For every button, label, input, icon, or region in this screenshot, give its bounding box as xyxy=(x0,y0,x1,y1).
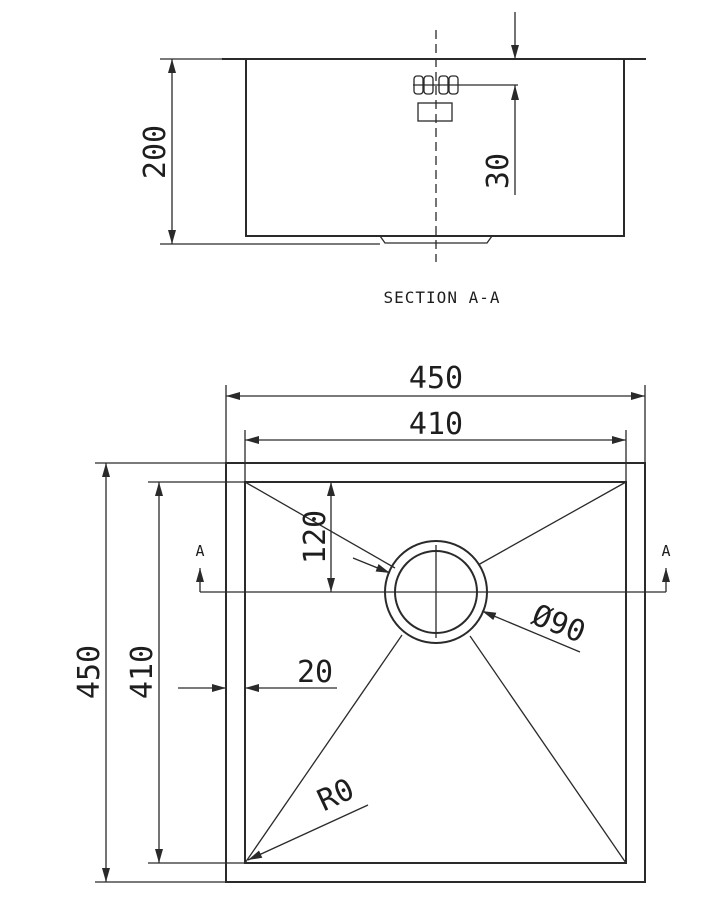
sink-section-outline xyxy=(245,59,625,237)
corner-radius-dimension: R0 xyxy=(247,772,369,861)
section-marker-left: A xyxy=(195,542,204,560)
depth-dimension-label: 200 xyxy=(138,125,173,179)
section-label: SECTION A-A xyxy=(384,288,501,307)
section-marker-right: A xyxy=(661,542,670,560)
bowl-slope-lines xyxy=(244,481,627,864)
drain-offset-dimension: 120 xyxy=(298,482,335,592)
outer-width-label: 450 xyxy=(409,361,463,396)
rim-width-dimension: 20 xyxy=(178,655,337,692)
section-view: 200 30 SECTION A-A xyxy=(138,12,646,307)
depth-dimension: 200 xyxy=(138,58,380,245)
outer-height-label: 450 xyxy=(72,645,107,699)
plan-view: A A 450 410 450 410 xyxy=(72,361,671,883)
inner-height-dimension: 410 xyxy=(125,481,245,864)
outer-rim-outline xyxy=(225,462,646,883)
section-cut-line: A A xyxy=(195,542,671,593)
outer-height-dimension: 450 xyxy=(72,462,226,883)
overflow-dimension-label: 30 xyxy=(481,153,516,189)
drain-offset-label: 120 xyxy=(298,510,333,564)
overflow-slot xyxy=(413,75,518,122)
inner-bowl-outline xyxy=(244,481,627,864)
inner-width-label: 410 xyxy=(409,407,463,442)
rim-width-label: 20 xyxy=(297,655,333,690)
drain-diameter-label: Ø90 xyxy=(527,598,590,651)
outer-width-dimension: 450 xyxy=(225,361,646,463)
inner-width-dimension: 410 xyxy=(244,407,627,482)
inner-height-label: 410 xyxy=(125,645,160,699)
overflow-dimension: 30 xyxy=(481,12,519,195)
